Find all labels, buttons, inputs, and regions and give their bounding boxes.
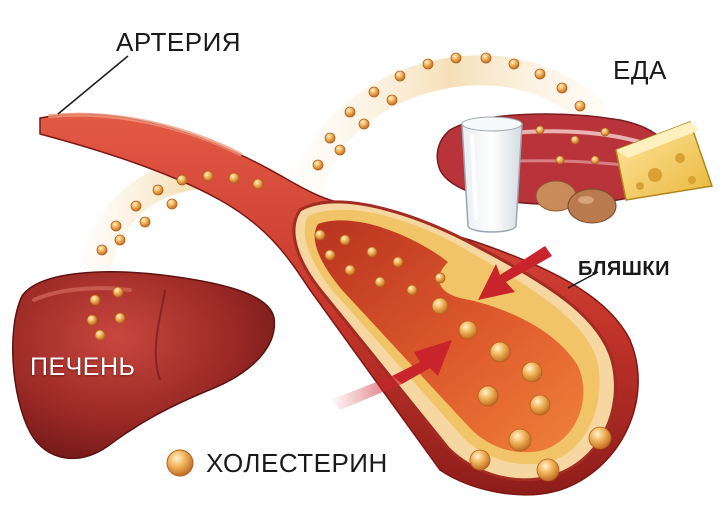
artery-label: АРТЕРИЯ — [116, 27, 241, 58]
cholesterol-particle — [253, 179, 263, 189]
food-group — [437, 114, 712, 232]
cholesterol-particle — [459, 321, 477, 339]
cholesterol-particle — [575, 101, 585, 111]
plaques-label: БЛЯШКИ — [578, 258, 670, 281]
legend: ХОЛЕСТЕРИН — [164, 446, 388, 480]
cholesterol-particle — [345, 107, 355, 117]
cholesterol-particle-icon — [164, 447, 196, 479]
cholesterol-particle — [407, 285, 417, 295]
cholesterol-particle — [115, 235, 125, 245]
cholesterol-particle — [536, 126, 544, 134]
cholesterol-particle — [435, 273, 445, 283]
cholesterol-particle — [369, 87, 379, 97]
cholesterol-particle — [509, 429, 531, 451]
cholesterol-particle — [423, 59, 433, 69]
food-label: ЕДА — [613, 55, 667, 86]
cholesterol-particle — [509, 59, 519, 69]
cholesterol-particle — [131, 201, 141, 211]
cholesterol-particle — [90, 295, 100, 305]
liver-label: ПЕЧЕНЬ — [30, 353, 135, 382]
cholesterol-particle — [387, 95, 397, 105]
cholesterol-particle — [153, 185, 163, 195]
cholesterol-particle — [375, 277, 385, 287]
milk-glass-icon — [462, 117, 522, 232]
cholesterol-particle — [87, 315, 97, 325]
cholesterol-particle — [140, 217, 150, 227]
cholesterol-particle — [345, 265, 355, 275]
cholesterol-particle — [340, 235, 350, 245]
cholesterol-particle — [115, 313, 125, 323]
cholesterol-particle — [97, 245, 107, 255]
cholesterol-particle — [451, 53, 461, 63]
cholesterol-particle — [481, 53, 491, 63]
cholesterol-particle — [470, 450, 490, 470]
cholesterol-particle — [432, 298, 448, 314]
cholesterol-particle — [367, 247, 377, 257]
cholesterol-particle — [335, 145, 345, 155]
cholesterol-particle — [229, 173, 239, 183]
cholesterol-particle — [325, 250, 335, 260]
cholesterol-particle — [325, 133, 335, 143]
cholesterol-particle — [535, 69, 545, 79]
cholesterol-particle — [315, 230, 325, 240]
cholesterol-particle — [530, 395, 550, 415]
cholesterol-particle — [601, 128, 609, 136]
cholesterol-particle — [589, 427, 611, 449]
cholesterol-particle — [591, 156, 599, 164]
artery-leader-line — [58, 56, 128, 114]
cholesterol-particle — [359, 119, 369, 129]
cholesterol-particle — [95, 330, 105, 340]
legend-label: ХОЛЕСТЕРИН — [206, 448, 388, 479]
cholesterol-particle — [167, 199, 177, 209]
cholesterol-particle — [557, 83, 567, 93]
cholesterol-particle — [395, 71, 405, 81]
cholesterol-particle — [490, 342, 510, 362]
cholesterol-particle — [313, 160, 323, 170]
cholesterol-particle — [203, 171, 213, 181]
cholesterol-particle — [113, 287, 123, 297]
cholesterol-particle — [393, 257, 403, 267]
cholesterol-particle — [522, 362, 542, 382]
cholesterol-particle — [177, 175, 187, 185]
cholesterol-particle — [111, 221, 121, 231]
cholesterol-particle — [571, 136, 579, 144]
cholesterol-particle — [537, 459, 559, 481]
cholesterol-particle — [556, 156, 564, 164]
cholesterol-particle — [478, 386, 498, 406]
